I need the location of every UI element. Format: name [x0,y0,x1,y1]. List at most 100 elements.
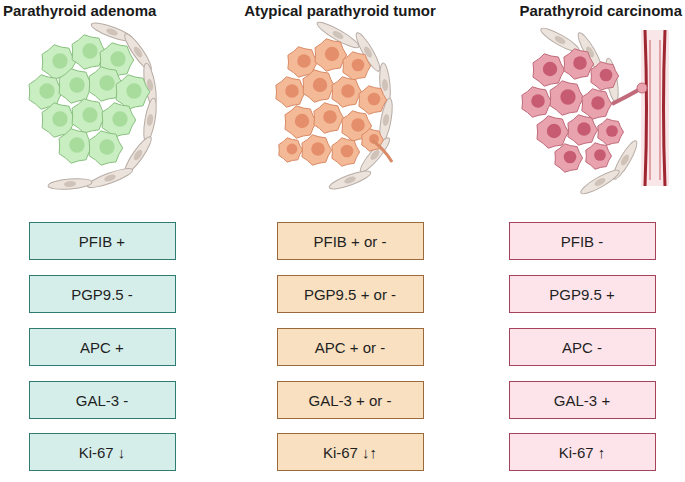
cell-nucleus [368,93,381,106]
tumor-cell [359,86,387,114]
tumor-cell [591,62,619,90]
invading-cell [637,83,647,93]
marker-label: Ki-67 ↓↑ [323,444,377,461]
tumor-cell [555,144,583,172]
tumor-cell [102,103,136,137]
column-heading: Parathyroid adenoma [3,2,156,19]
marker-label: PGP9.5 + [549,286,614,303]
cell-nucleus [52,111,67,126]
cell-nucleus [39,83,54,98]
marker-box: GAL-3 + [509,381,656,419]
cell-nucleus [126,83,141,98]
tumor-cell [116,75,150,109]
fibroblast-nucleus [132,45,144,58]
tumor-cell [279,138,303,162]
fibroblast-nucleus [146,114,154,127]
marker-label: PGP9.5 - [71,286,133,303]
marker-box: PFIB + [29,222,176,260]
marker-label: Ki-67 ↑ [559,444,606,461]
tumor-cell [89,131,123,165]
marker-box: Ki-67 ↓ [29,433,176,471]
cell-nucleus [573,56,587,70]
marker-box: PGP9.5 + or - [277,275,424,313]
marker-label: Ki-67 ↓ [79,444,126,461]
marker-label: APC + or - [315,339,385,356]
marker-box: GAL-3 + or - [277,381,424,419]
tumor-cell [533,54,565,86]
fibroblast-nucleus [132,148,144,161]
tumor-cell [537,116,569,148]
marker-box: PGP9.5 - [29,275,176,313]
cell-nucleus [52,53,67,68]
marker-box: GAL-3 - [29,381,176,419]
cell-nucleus [606,125,618,137]
cell-nucleus [560,89,575,104]
cell-nucleus [311,142,325,156]
column-heading: Parathyroid carcinoma [519,2,682,19]
marker-label: PFIB + or - [314,233,387,250]
tumor-cell [315,39,347,71]
cell-nucleus [285,84,299,98]
tumor-cell [568,115,598,145]
cell-process [372,140,392,162]
cell-nucleus [600,69,613,82]
tumor-cell [59,129,93,163]
tumor-cell [302,135,332,165]
tumor-cell [303,70,335,102]
marker-box: APC - [509,328,656,366]
tumor-cell [586,143,612,169]
tumor-cell [332,138,360,166]
marker-label: GAL-3 - [76,392,129,409]
cell-nucleus [110,51,125,66]
fibroblast-nucleus [593,176,606,187]
marker-box: PGP9.5 + [509,275,656,313]
column-heading: Atypical parathyroid tumor [244,2,436,19]
fibroblast [86,165,135,191]
tumor-cell [332,77,362,107]
blood-vessel [641,30,669,186]
cell-nucleus [69,77,84,92]
cell-nucleus [82,107,97,122]
cell-nucleus [547,124,561,138]
fibroblast-nucleus [382,114,390,127]
cell-nucleus [323,110,337,124]
marker-label: GAL-3 + or - [309,392,392,409]
cell-nucleus [297,54,311,68]
marker-box: Ki-67 ↑ [509,433,656,471]
vessel-wall [664,30,666,186]
marker-box: Ki-67 ↓↑ [277,433,424,471]
tumor-cell [582,89,612,119]
marker-label: APC + [80,339,124,356]
cell-nucleus [594,149,606,161]
fibroblast-nucleus [381,79,388,91]
tumor-cell [598,119,624,145]
vessel-wall [645,30,647,186]
marker-box: PFIB - [509,222,656,260]
fibroblast-nucleus [105,27,118,37]
tumor-cell [59,69,93,103]
cell-nucleus [99,75,114,90]
fibroblast [328,168,373,192]
marker-label: PFIB - [561,233,604,250]
marker-label: PFIB + [79,233,125,250]
tumor-cell [314,103,344,133]
cell-nucleus [82,43,97,58]
tumor-cell [522,87,552,117]
tumor-cell [72,99,106,133]
cell-clusters [29,19,647,198]
cell-nucleus [531,94,545,108]
marker-box: PFIB + or - [277,222,424,260]
fibroblast-nucleus [553,34,566,45]
tumor-cell [276,77,306,107]
cell-nucleus [591,96,605,110]
cell-nucleus [325,47,339,61]
marker-label: PGP9.5 + or - [304,286,396,303]
cell-nucleus [351,118,365,132]
fibroblast [48,177,93,191]
tumor-cell [564,49,594,79]
fibroblast-nucleus [343,175,356,185]
cell-nucleus [543,62,557,76]
cell-nucleus [99,139,114,154]
cell-nucleus [577,122,591,136]
fibroblast [578,167,621,198]
